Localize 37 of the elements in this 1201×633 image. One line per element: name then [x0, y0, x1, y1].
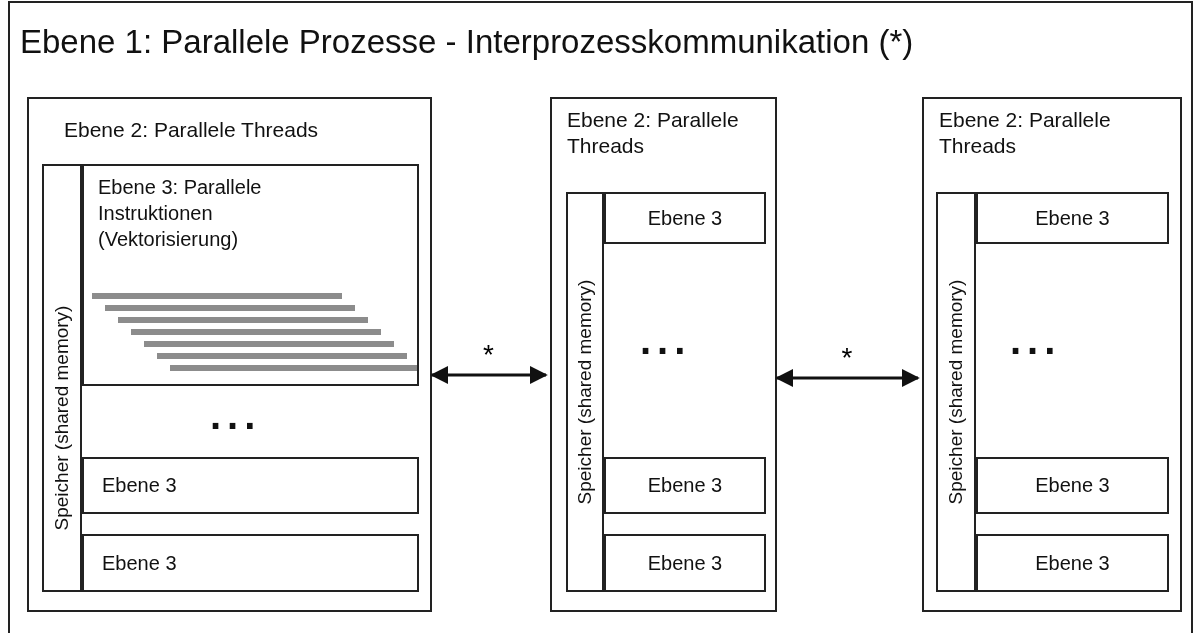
level-3-box	[604, 534, 766, 592]
instruction-box	[82, 164, 419, 386]
level-3-box	[976, 534, 1169, 592]
thread-heading: Ebene 2: Parallele Threads	[64, 117, 320, 143]
level-label: Ebene 3	[1034, 473, 1111, 498]
instruction-heading: Ebene 3: Parallele Instruktionen (Vektorisierung)	[98, 175, 263, 252]
level-3-box	[604, 457, 766, 514]
level-label: Ebene 3	[1034, 550, 1111, 576]
level-label: Ebene 3	[1034, 205, 1111, 231]
level-3-box	[976, 457, 1169, 514]
thread-heading: Ebene 2: Parallele Threads	[939, 107, 1112, 160]
level-label: Ebene 3	[646, 550, 724, 576]
memory-bar	[936, 192, 976, 592]
ellipsis: ...	[1010, 320, 1062, 360]
memory-label: Speicher (shared memory)	[573, 279, 596, 505]
level-3-box	[82, 534, 419, 592]
level-3-box	[604, 192, 766, 244]
double-arrow	[430, 366, 548, 384]
memory-label: Speicher (shared memory)	[50, 305, 73, 531]
thread-box	[550, 97, 777, 612]
ellipsis: ...	[640, 320, 692, 360]
memory-bar	[42, 164, 82, 592]
ellipsis: ...	[210, 395, 262, 435]
thread-box	[922, 97, 1182, 612]
level-label: Ebene 3	[646, 473, 724, 498]
level-label: Ebene 3	[102, 473, 177, 498]
process-frame	[8, 1, 1193, 633]
thread-box	[27, 97, 432, 612]
thread-heading: Ebene 2: Parallele Threads	[567, 107, 740, 160]
title: Ebene 1: Parallele Prozesse - Interprozesskommunikation (*)	[20, 22, 914, 62]
level-3-box	[82, 457, 419, 514]
level-label: Ebene 3	[102, 550, 177, 576]
double-arrow	[775, 369, 920, 387]
memory-bar	[566, 192, 604, 592]
level-label: Ebene 3	[646, 205, 724, 231]
level-3-box	[976, 192, 1169, 244]
memory-label: Speicher (shared memory)	[944, 279, 967, 505]
